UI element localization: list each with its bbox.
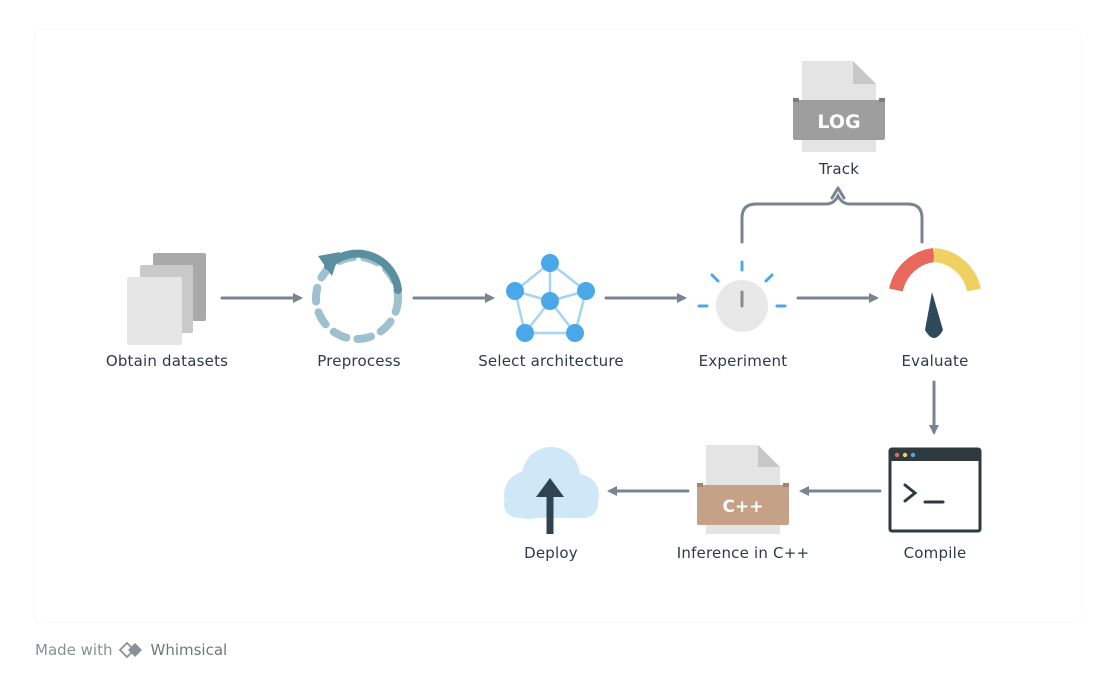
circular-arrow-icon xyxy=(312,249,402,343)
label-preprocess: Preprocess xyxy=(317,352,401,370)
cpp-file-icon: C++ xyxy=(697,445,789,534)
log-file-text: LOG xyxy=(817,111,860,133)
bracket-arrow-tip xyxy=(830,186,846,200)
label-obtain-datasets: Obtain datasets xyxy=(105,352,229,370)
network-graph-icon xyxy=(506,254,595,342)
whimsical-brand: Whimsical xyxy=(150,641,228,659)
knob-icon xyxy=(697,260,787,332)
label-evaluate: Evaluate xyxy=(901,352,969,370)
label-compile: Compile xyxy=(903,544,967,562)
gauge-icon xyxy=(889,248,981,338)
label-inference: Inference in C++ xyxy=(676,544,810,562)
log-file-icon: LOG xyxy=(793,61,885,152)
terminal-icon xyxy=(888,447,982,533)
bracket-experiment-evaluate-to-track xyxy=(740,192,924,244)
label-track: Track xyxy=(818,160,860,178)
cloud-upload-icon xyxy=(504,447,599,534)
cpp-file-text: C++ xyxy=(723,497,764,517)
label-select-architecture: Select architecture xyxy=(478,352,624,370)
connectors xyxy=(220,186,939,496)
label-deploy: Deploy xyxy=(524,544,578,562)
whimsical-logo-icon xyxy=(119,641,143,659)
made-with-text: Made with xyxy=(35,641,113,659)
stacked-pages-icon xyxy=(127,253,206,345)
label-experiment: Experiment xyxy=(698,352,788,370)
made-with-footer[interactable]: Made with Whimsical xyxy=(35,639,227,661)
